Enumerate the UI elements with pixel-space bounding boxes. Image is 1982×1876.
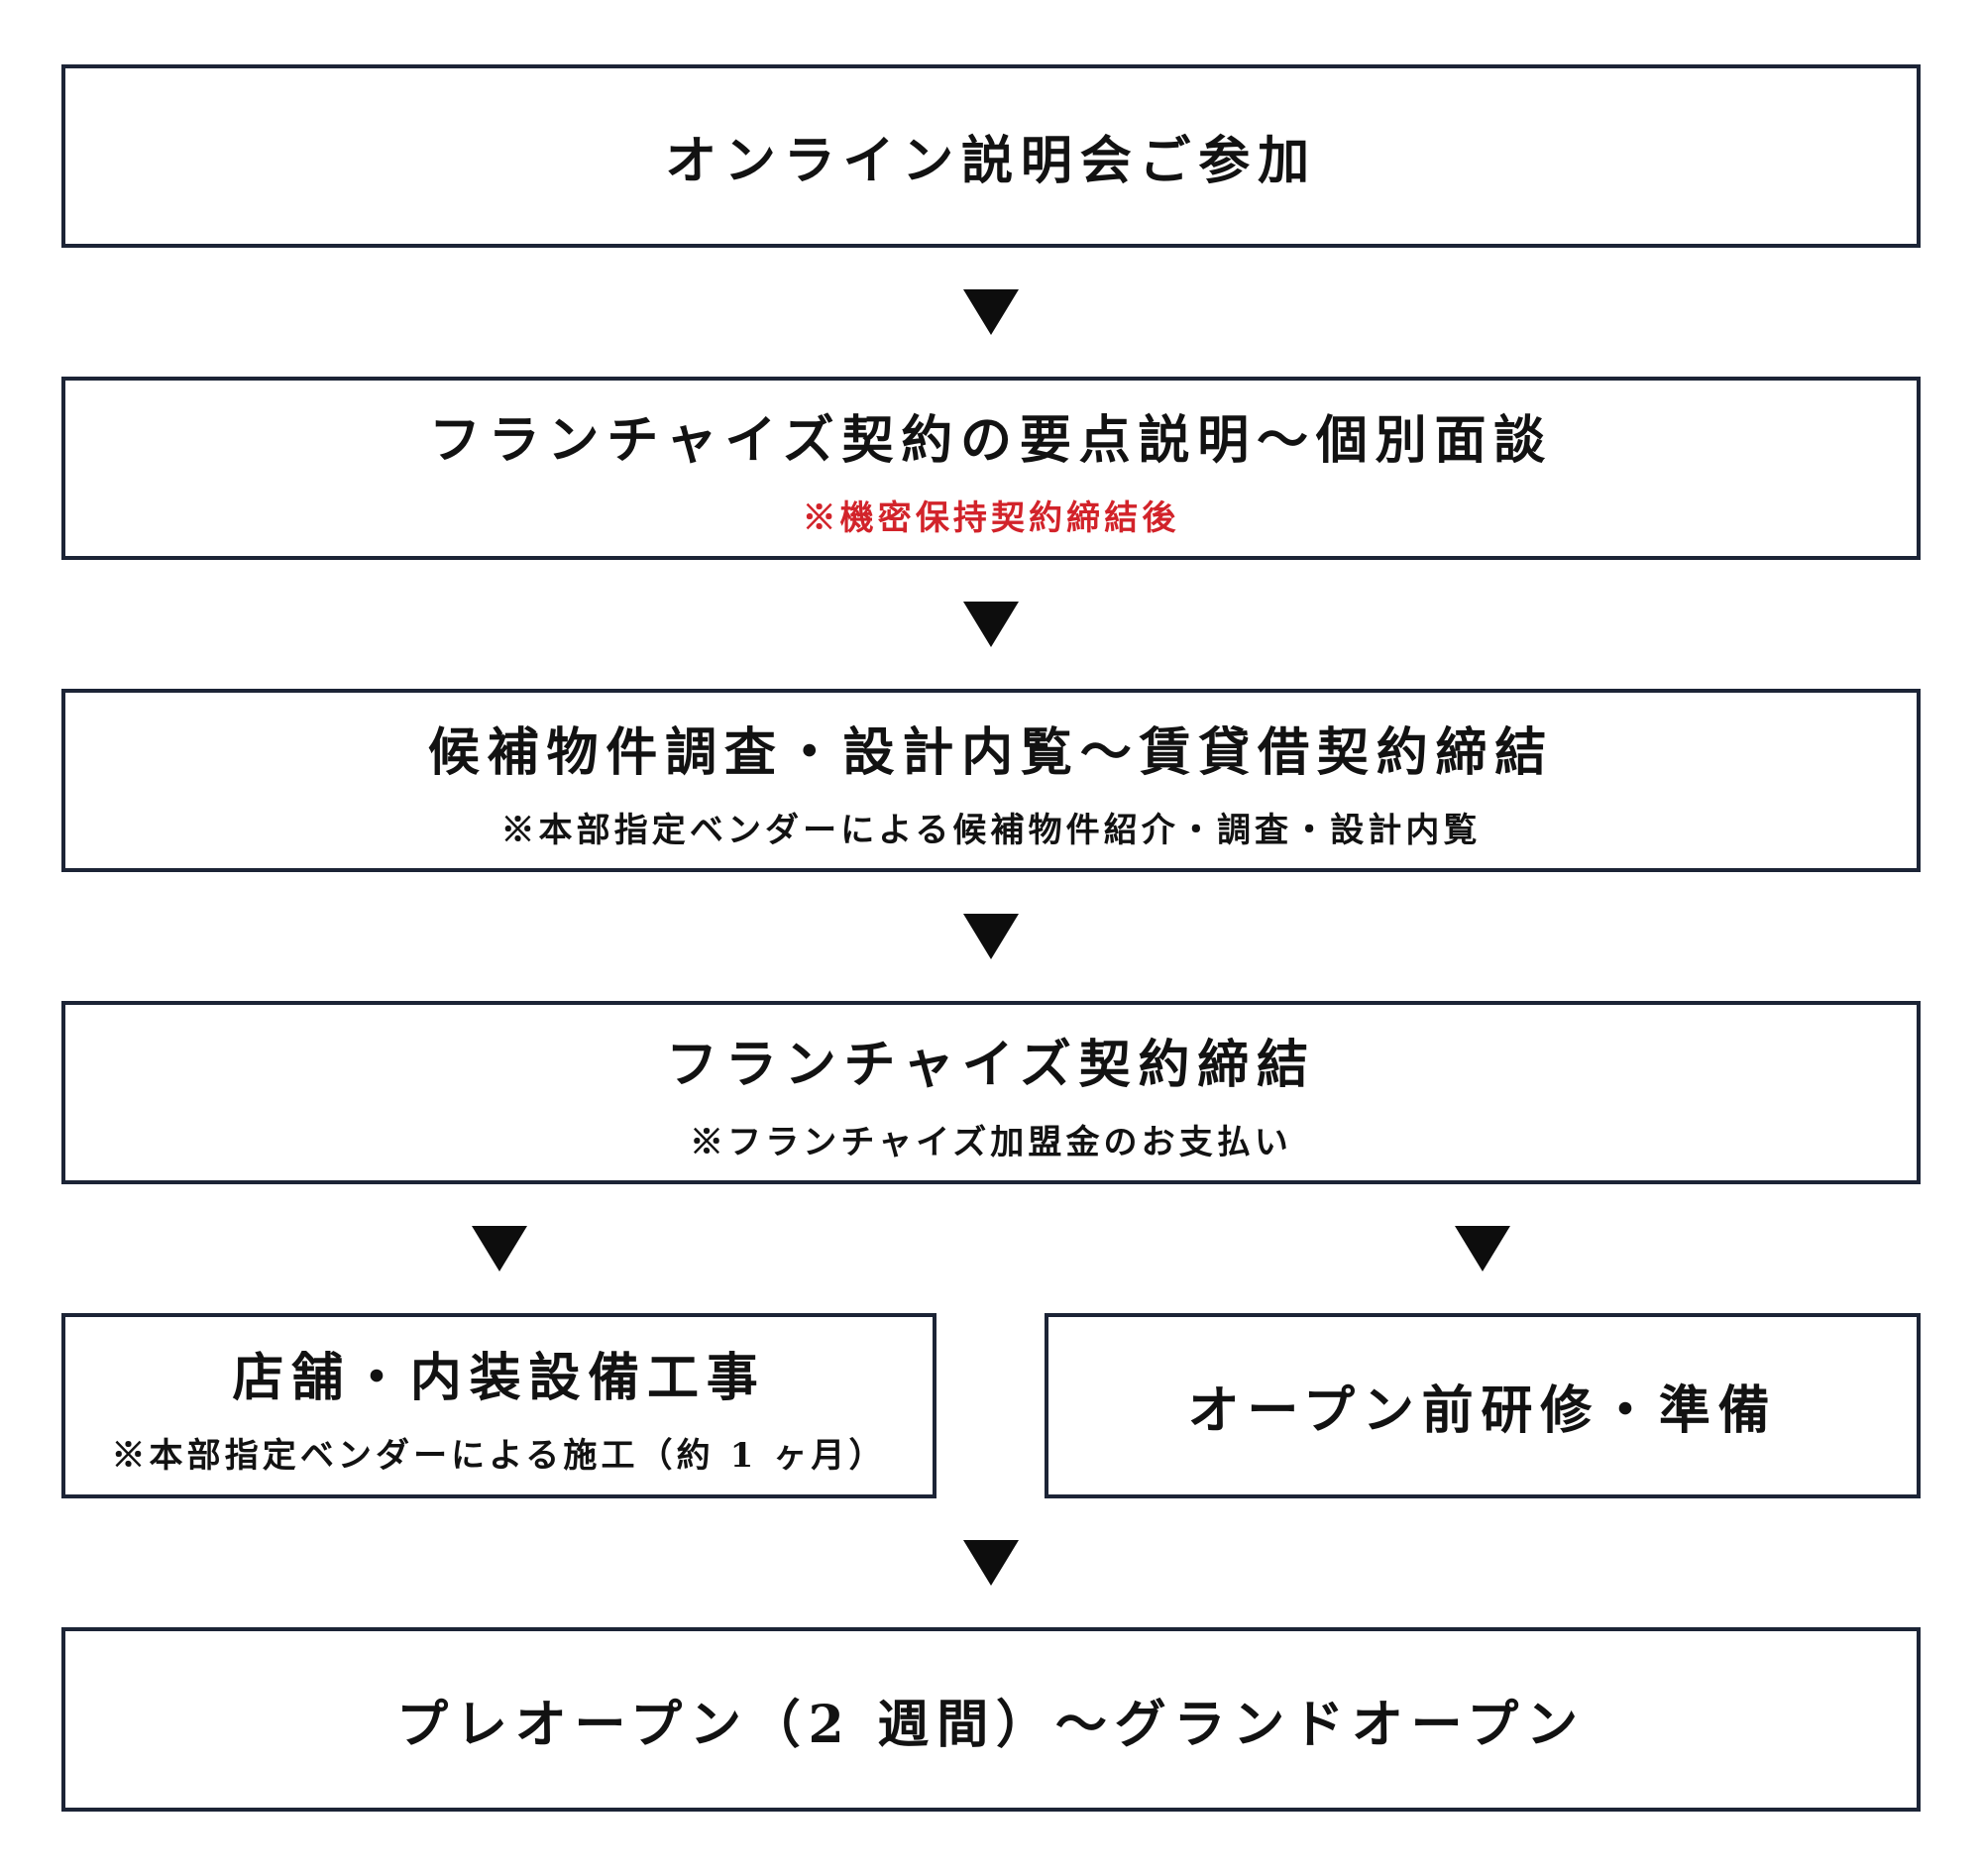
step-note: ※本部指定ベンダーによる候補物件紹介・調査・設計内覧 bbox=[500, 810, 1482, 850]
flow-step-grand-open: プレオープン（2 週間）～グランドオープン bbox=[61, 1627, 1921, 1812]
flow-step-contract-briefing: フランチャイズ契約の要点説明～個別面談 ※機密保持契約締結後 bbox=[61, 377, 1921, 560]
step-note: ※フランチャイズ加盟金のお支払い bbox=[690, 1122, 1292, 1162]
flow-step-franchise-contract: フランチャイズ契約締結 ※フランチャイズ加盟金のお支払い bbox=[61, 1001, 1921, 1184]
step-note: ※本部指定ベンダーによる施工（約 1 ヶ月） bbox=[111, 1435, 887, 1476]
flow-step-preopen-training: オープン前研修・準備 bbox=[1045, 1313, 1921, 1498]
flow-connector-right bbox=[1045, 1226, 1921, 1271]
flow-step-online-seminar: オンライン説明会ご参加 bbox=[61, 64, 1921, 248]
step-note: ※機密保持契約締結後 bbox=[802, 497, 1180, 538]
step-title: プレオープン（2 週間）～グランドオープン bbox=[396, 1694, 1586, 1755]
step-title: フランチャイズ契約の要点説明～個別面談 bbox=[428, 409, 1554, 471]
step-title: フランチャイズ契約締結 bbox=[666, 1034, 1316, 1095]
flow-connector-3 bbox=[61, 872, 1921, 1001]
step-title: 候補物件調査・設計内覧～賃貸借契約締結 bbox=[427, 721, 1555, 783]
down-arrow-icon bbox=[963, 1540, 1019, 1586]
flow-connector-2 bbox=[61, 560, 1921, 689]
flow-connector-4 bbox=[61, 1498, 1921, 1627]
flow-connector-left bbox=[61, 1226, 936, 1271]
flow-branch-row: 店舗・内装設備工事 ※本部指定ベンダーによる施工（約 1 ヶ月） オープン前研修… bbox=[61, 1313, 1921, 1498]
flow-step-property-survey: 候補物件調査・設計内覧～賃貸借契約締結 ※本部指定ベンダーによる候補物件紹介・調… bbox=[61, 689, 1921, 872]
step-title: 店舗・内装設備工事 bbox=[232, 1347, 766, 1408]
flow-connector-split bbox=[61, 1184, 1921, 1313]
flow-step-construction: 店舗・内装設備工事 ※本部指定ベンダーによる施工（約 1 ヶ月） bbox=[61, 1313, 936, 1498]
down-arrow-icon bbox=[963, 914, 1019, 959]
down-arrow-icon bbox=[471, 1226, 527, 1271]
down-arrow-icon bbox=[1455, 1226, 1510, 1271]
down-arrow-icon bbox=[963, 602, 1019, 647]
down-arrow-icon bbox=[963, 289, 1019, 335]
step-title: オンライン説明会ご参加 bbox=[665, 131, 1317, 191]
step-title: オープン前研修・準備 bbox=[1187, 1380, 1778, 1441]
flow-connector-1 bbox=[61, 248, 1921, 377]
